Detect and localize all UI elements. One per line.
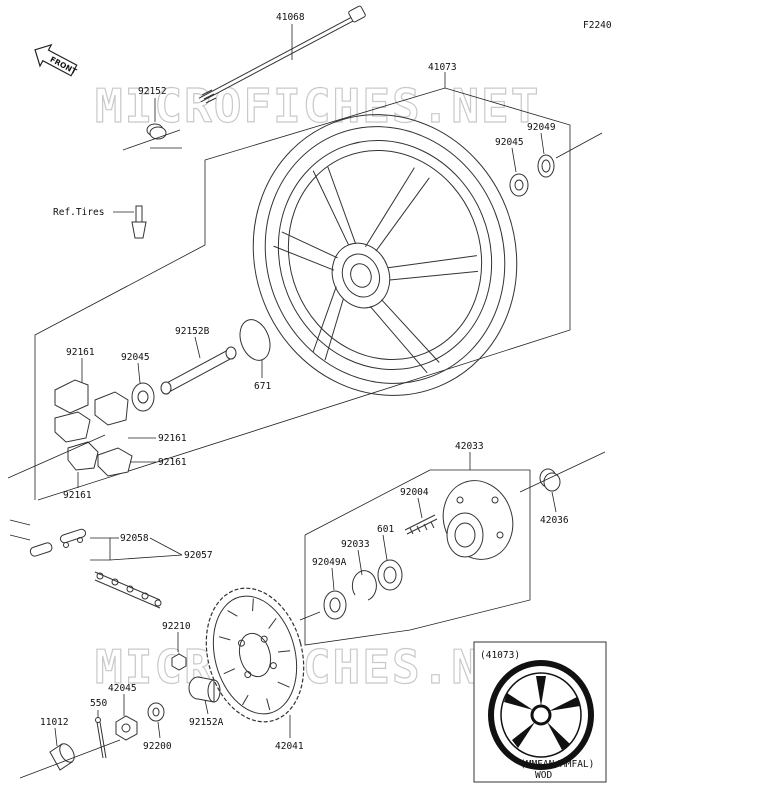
seal-92049-right[interactable]: [537, 154, 555, 178]
sprocket-42041[interactable]: [192, 577, 318, 733]
collar-42036[interactable]: [539, 468, 561, 492]
leader-92033: [357, 549, 363, 576]
leader-42036: [551, 491, 557, 513]
washer-92200[interactable]: [147, 702, 165, 722]
leader-92045-left: [137, 362, 141, 384]
part-label-41073: 41073: [428, 62, 457, 73]
wheel-group-frame: [37, 87, 571, 501]
bearing-92045-left[interactable]: [131, 382, 155, 412]
center-line-coupling: [519, 451, 606, 493]
inset-wheel-variant: (41073) WOD (MMFAN/MMFAL): [473, 641, 607, 783]
coupling-42033[interactable]: [432, 471, 523, 569]
part-label-92200: 92200: [143, 741, 172, 752]
part-label-42041: 42041: [275, 741, 304, 752]
leader-11012: [54, 727, 58, 747]
coupling-group-frame: [304, 469, 531, 646]
collar-92152B[interactable]: [160, 346, 237, 395]
part-label-41068: 41068: [276, 12, 305, 23]
leader-92049-right: [540, 132, 545, 155]
leader-92200: [157, 721, 161, 739]
part-label-92152B: 92152B: [175, 326, 210, 337]
part-label-550: 550: [90, 698, 107, 709]
part-label-92004: 92004: [400, 487, 429, 498]
part-label-92161-bottom: 92161: [63, 490, 92, 501]
bearing-601[interactable]: [377, 559, 403, 591]
nut-92210[interactable]: [171, 653, 187, 671]
part-label-92152: 92152: [138, 86, 167, 97]
bracket-92058-92057: [90, 537, 111, 561]
leader-92152B: [194, 336, 201, 359]
leader-601: [382, 534, 388, 561]
seal-92049A[interactable]: [323, 590, 347, 620]
collar-92152A[interactable]: [188, 676, 221, 703]
watermark-bottom: MICROFICHES.NET: [95, 640, 540, 694]
diagram-code: F2240: [583, 20, 612, 31]
damper-92161-top[interactable]: [54, 379, 89, 414]
o-ring-671[interactable]: [235, 315, 276, 364]
stud-92004[interactable]: [404, 514, 438, 535]
leader-92057-b: [109, 554, 183, 561]
inset-caption: WOD: [535, 770, 552, 781]
wheel-41073[interactable]: [211, 75, 558, 436]
inset-wheel-drawing: [488, 660, 594, 770]
part-label-92161-top: 92161: [66, 347, 95, 358]
part-label-92161-low: 92161: [158, 457, 187, 468]
chain-link-92058[interactable]: [29, 528, 87, 557]
part-label-92049-right: 92049: [527, 122, 556, 133]
valve-ref-tires[interactable]: [131, 205, 147, 239]
nut-42045[interactable]: [115, 715, 138, 741]
part-label-92161-mid: 92161: [158, 433, 187, 444]
part-label-601: 601: [377, 524, 394, 535]
center-line-dampers: [7, 434, 106, 479]
part-label-42033: 42033: [455, 441, 484, 452]
chain-guide-line: [9, 519, 31, 526]
damper-92161-low[interactable]: [67, 441, 133, 477]
chain-92057[interactable]: [94, 571, 162, 609]
axle-41068[interactable]: [198, 5, 366, 104]
center-line-right: [555, 132, 603, 159]
ref-tires-label: Ref.Tires: [53, 207, 104, 218]
part-label-92057: 92057: [184, 550, 213, 561]
center-line-sprocket: [299, 611, 321, 621]
part-label-92210: 92210: [162, 621, 191, 632]
inset-model: (MMFAN/MMFAL): [520, 759, 594, 770]
part-label-92049A: 92049A: [312, 557, 347, 568]
part-label-671: 671: [254, 381, 271, 392]
part-label-11012: 11012: [40, 717, 69, 728]
center-line-left: [122, 129, 181, 151]
part-label-92058: 92058: [120, 533, 149, 544]
leader-92049A: [331, 567, 335, 591]
cotter-pin-550[interactable]: [95, 717, 107, 759]
cap-11012[interactable]: [49, 741, 77, 771]
damper-group-frame: [34, 160, 206, 500]
leader-92152A: [204, 699, 209, 715]
watermark-top: MICROFICHES.NET: [95, 79, 540, 133]
circlip-92033[interactable]: [351, 570, 377, 601]
part-label-92045-right: 92045: [495, 137, 524, 148]
coupling-frame-top: [304, 469, 431, 536]
leader-92045-right: [511, 147, 517, 173]
center-line-bottom: [19, 739, 121, 779]
leader-92057-a: [149, 537, 183, 556]
inset-title: (41073): [480, 650, 520, 661]
leader-92004: [417, 497, 423, 519]
part-label-42045: 42045: [108, 683, 137, 694]
front-arrow-icon: FRONT: [34, 43, 79, 77]
part-label-92045-left: 92045: [121, 352, 150, 363]
damper-92161-mid[interactable]: [54, 391, 129, 443]
part-label-92033: 92033: [341, 539, 370, 550]
bearing-92045-right[interactable]: [509, 173, 529, 197]
part-label-92152A: 92152A: [189, 717, 224, 728]
chain-guide-line-b: [9, 534, 31, 541]
part-label-42036: 42036: [540, 515, 569, 526]
